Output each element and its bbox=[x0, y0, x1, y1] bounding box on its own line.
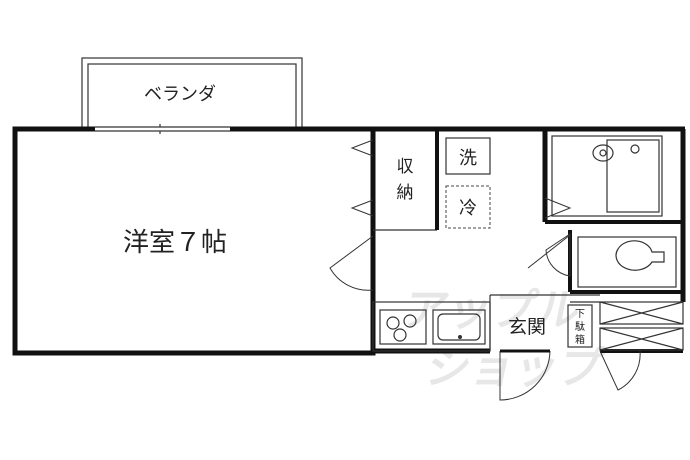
storage-label-bottom: 納 bbox=[397, 183, 414, 203]
storage-closet: 収 納 bbox=[350, 129, 439, 231]
room-door bbox=[329, 235, 375, 291]
western-room-label: 洋室７帖 bbox=[123, 228, 227, 258]
washer-label: 洗 bbox=[459, 148, 477, 169]
kitchen-counter bbox=[372, 301, 491, 352]
shoe-box-label-2: 駄 bbox=[575, 320, 585, 333]
shoe-box-label-1: 下 bbox=[575, 309, 585, 320]
bathroom bbox=[542, 129, 683, 224]
washer-space: 洗 bbox=[445, 137, 491, 175]
side-storage-units bbox=[599, 301, 684, 391]
toilet-room bbox=[527, 230, 683, 294]
fridge-label: 冷 bbox=[459, 198, 477, 219]
shoe-box: 下 駄 箱 bbox=[567, 304, 593, 348]
storage-label-top: 収 bbox=[397, 157, 414, 177]
entrance-label: 玄関 bbox=[508, 316, 546, 338]
svg-text:アップル: アップル bbox=[399, 285, 586, 335]
balcony: ベランダ bbox=[81, 57, 303, 134]
balcony-label: ベランダ bbox=[144, 84, 216, 105]
entrance: 玄関 bbox=[489, 294, 600, 401]
fridge-space: 冷 bbox=[445, 185, 491, 229]
shoe-box-label-3: 箱 bbox=[575, 333, 585, 346]
